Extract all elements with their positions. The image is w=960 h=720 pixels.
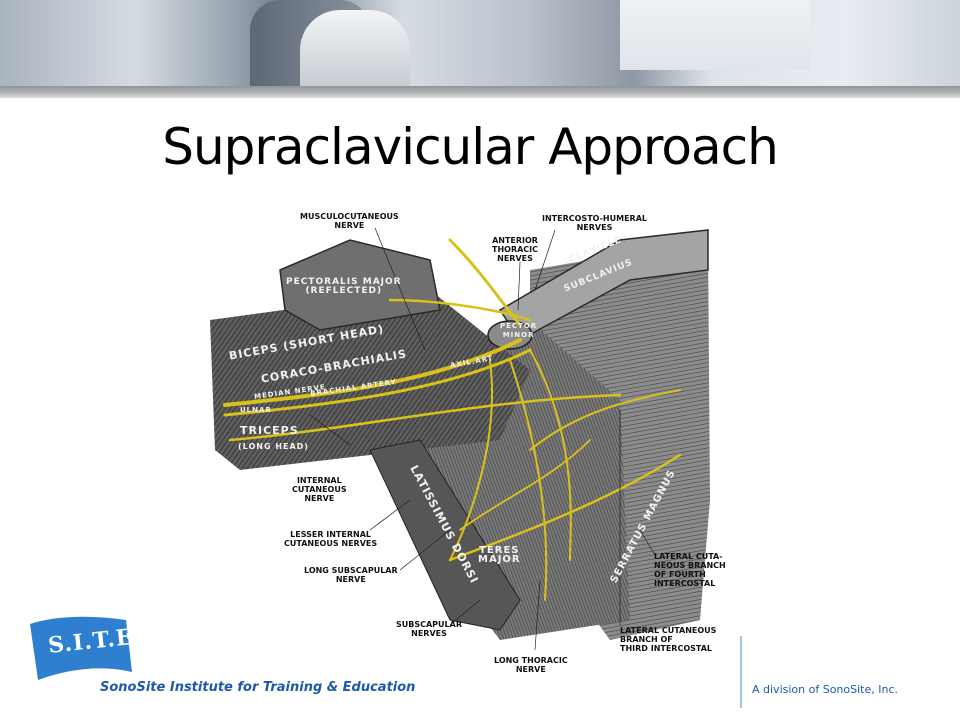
header-banner (0, 0, 960, 86)
nerve-branch (529, 349, 572, 561)
latissimus-band (369, 439, 521, 631)
label-ulnar: ULNAR (240, 406, 272, 414)
upper-arm (210, 290, 530, 470)
banner-window-shape (620, 0, 810, 70)
leader-line (374, 227, 426, 351)
institute-name: SonoSite Institute for Training & Educat… (100, 680, 416, 695)
nerve-branch (388, 298, 532, 322)
division-text: A division of SonoSite, Inc. (752, 683, 898, 696)
nerve-trunk (223, 338, 522, 407)
nerve-branch (448, 238, 522, 327)
label-pectoralis-major: PECTORALIS MAJOR(REFLECTED) (286, 277, 402, 296)
leader-line (534, 579, 541, 651)
pectoralis-minor (487, 320, 533, 350)
leader-line (399, 529, 451, 571)
nerve-branch (509, 359, 548, 601)
leader-line (449, 599, 481, 626)
header-rule (0, 86, 960, 98)
label-triceps: TRICEPS (240, 424, 299, 437)
nerve-branch (448, 453, 682, 562)
label-long-head: (LONG HEAD) (238, 442, 309, 451)
nerve-trunk (223, 348, 532, 417)
nerve-branch (228, 393, 622, 442)
footer-divider (740, 636, 742, 708)
nerve-branch (449, 359, 493, 561)
page-title: Supraclavicular Approach (162, 118, 779, 176)
banner-figure-shape (300, 10, 410, 86)
site-logo-flag (30, 616, 132, 680)
leader-line (639, 529, 656, 556)
leader-line (534, 229, 556, 291)
leader-line (309, 414, 351, 446)
leader-line (369, 499, 411, 531)
pectoralis-major (279, 239, 441, 331)
anatomy-drawing (210, 227, 710, 651)
nerve-branch (529, 389, 681, 451)
leader-line (517, 261, 521, 311)
nerve-branch (459, 439, 591, 531)
